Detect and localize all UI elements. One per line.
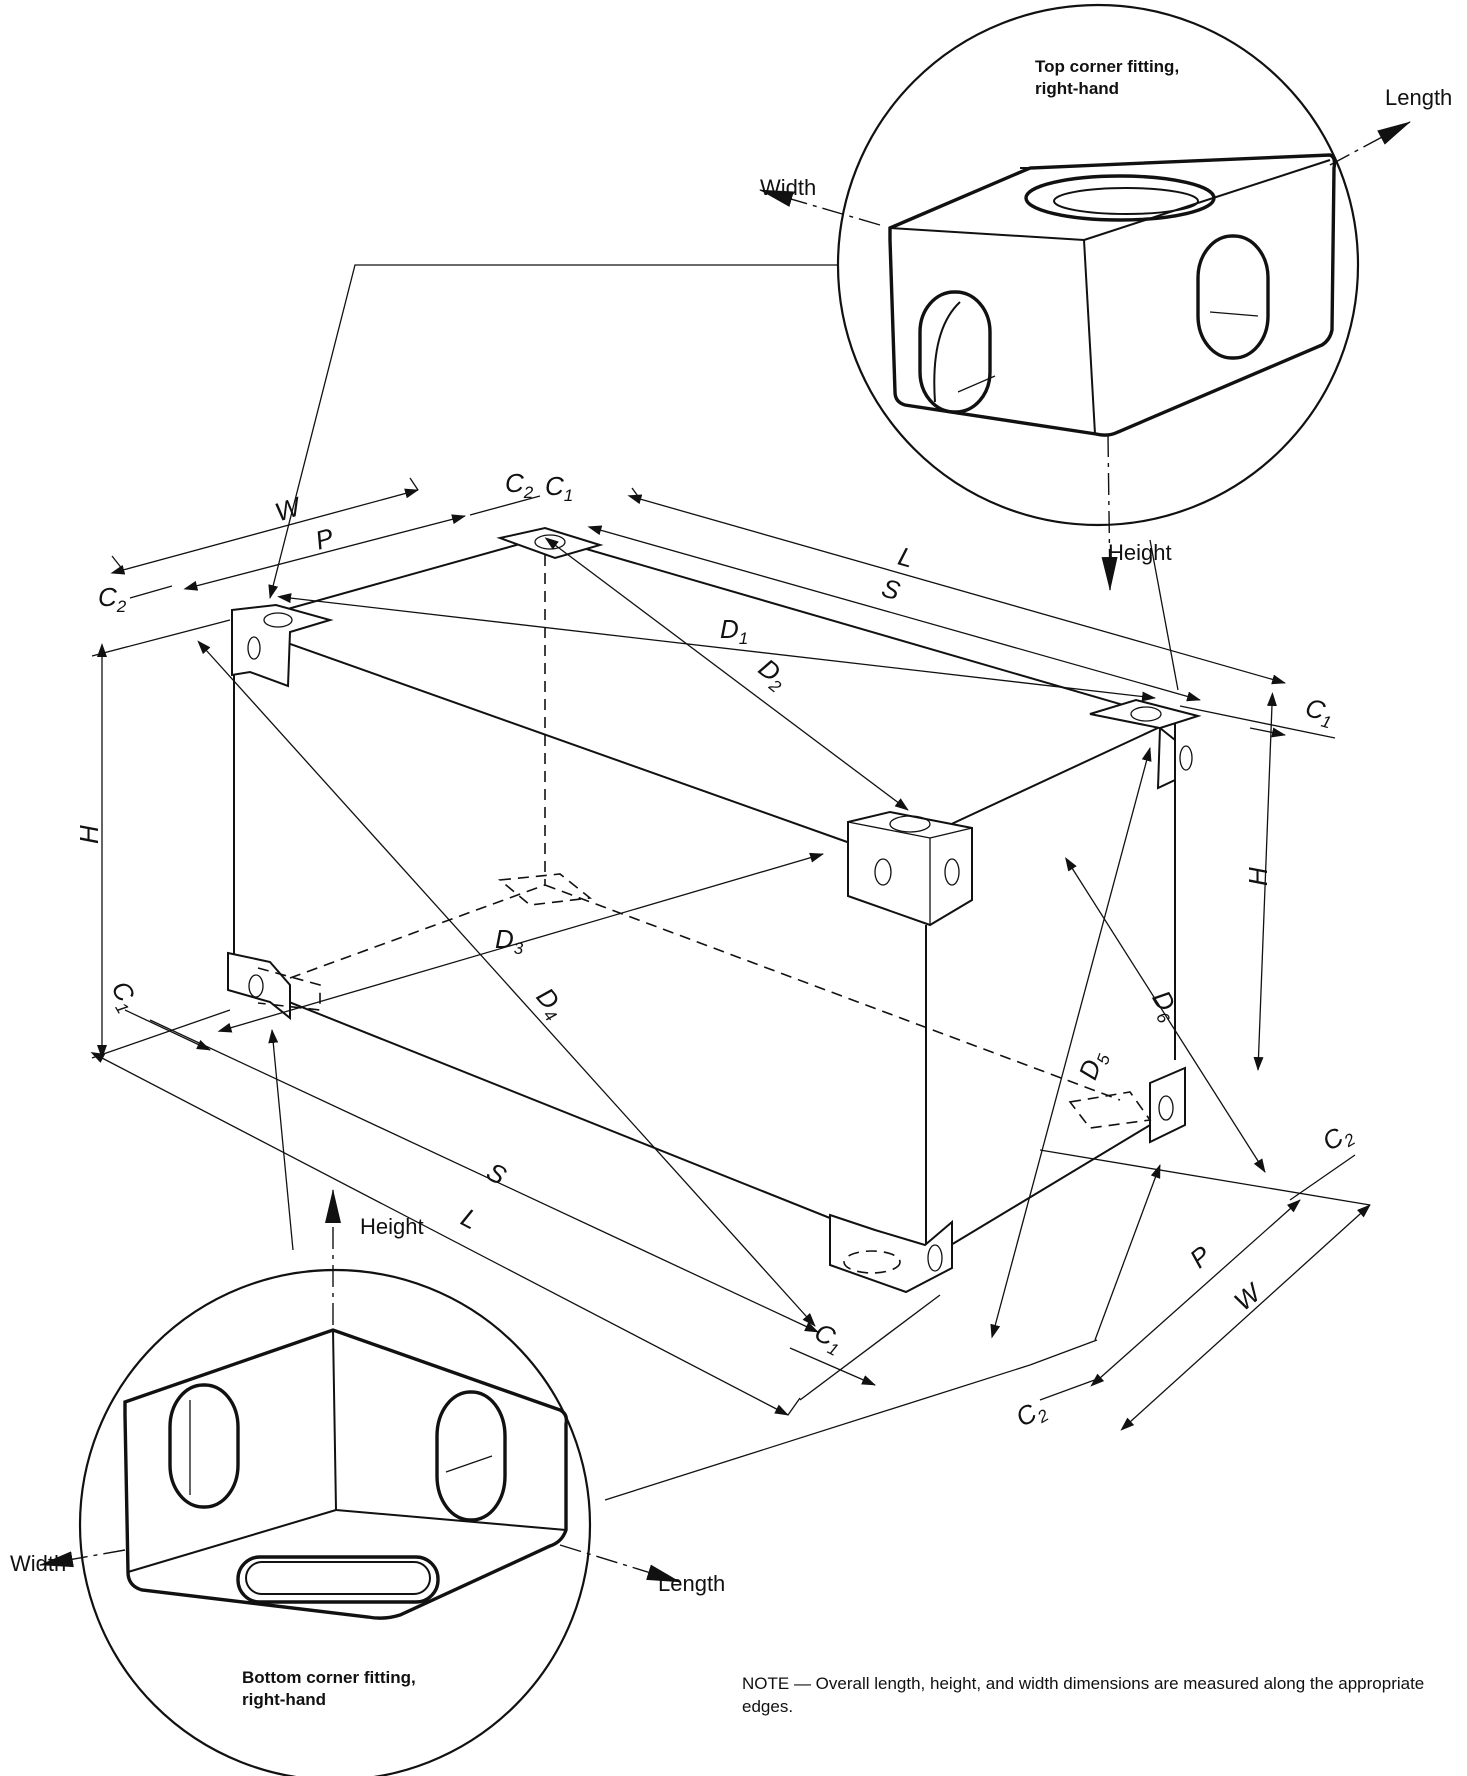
fitting-rear-top-right [1089, 698, 1202, 790]
bottom-height-label: Height [360, 1214, 424, 1239]
dim-d2: D2 [751, 652, 795, 697]
dim-p-bottom: P [1184, 1239, 1217, 1274]
bottom-fitting-block [123, 1328, 569, 1620]
fitting-rear-bottom-left-hidden [498, 873, 592, 906]
box-corner-fittings [227, 526, 1202, 1294]
measurement-note: NOTE — Overall length, height, and width… [742, 1674, 1425, 1716]
dim-c2-topleft: C2 [98, 582, 127, 616]
bottom-callout-title-line2: right-hand [242, 1690, 326, 1709]
bottom-width-label: Width [10, 1551, 66, 1576]
dim-c1-bottom: C1 [808, 1317, 849, 1360]
dim-d4: D4 [527, 982, 571, 1025]
dim-c1-top: C1 [545, 471, 573, 505]
top-width-label: Width [760, 175, 816, 200]
dim-h-right: H [1243, 867, 1273, 886]
top-callout-title-line1: Top corner fitting, [1035, 57, 1179, 76]
bottom-corner-fitting-callout: Bottom corner fitting, right-hand [39, 1189, 681, 1776]
bottom-callout-title-line1: Bottom corner fitting, [242, 1668, 416, 1687]
fitting-front-top-right [847, 810, 973, 927]
bottom-length-label: Length [658, 1571, 725, 1596]
dim-d3: D3 [495, 924, 524, 958]
dim-d6: D6 [1143, 985, 1187, 1027]
diagonal-dimensions [197, 537, 1266, 1339]
dim-w-bottom: W [1228, 1276, 1268, 1316]
dim-c2-bottom: C2 [1010, 1392, 1052, 1436]
dim-l-top: L [895, 541, 917, 574]
fitting-rear-top-left [496, 526, 604, 560]
top-fitting-block [888, 153, 1337, 437]
dim-d5: D5 [1073, 1046, 1115, 1085]
dim-c1-topright: C1 [1301, 692, 1338, 732]
top-corner-fitting-callout: Top corner fitting, right-hand [759, 3, 1411, 591]
dim-c2-bottom-right: C2 [1317, 1116, 1359, 1160]
dim-l-bottom: L [456, 1202, 483, 1235]
dim-s-top: S [878, 572, 904, 606]
top-height-label: Height [1108, 540, 1172, 565]
dim-h-left: H [74, 825, 104, 844]
dim-c1-bottomleft: C1 [102, 976, 146, 1017]
fitting-front-top-left [231, 603, 334, 688]
top-callout-title-line2: right-hand [1035, 79, 1119, 98]
fitting-front-bottom-right [829, 1213, 953, 1294]
dim-s-bottom: S [482, 1156, 512, 1191]
leader-lines [268, 264, 1179, 1501]
dim-p-top: P [312, 522, 338, 556]
dim-d1: D1 [720, 614, 748, 648]
top-length-label: Length [1385, 85, 1452, 110]
dim-c2-top: C2 [505, 468, 534, 502]
